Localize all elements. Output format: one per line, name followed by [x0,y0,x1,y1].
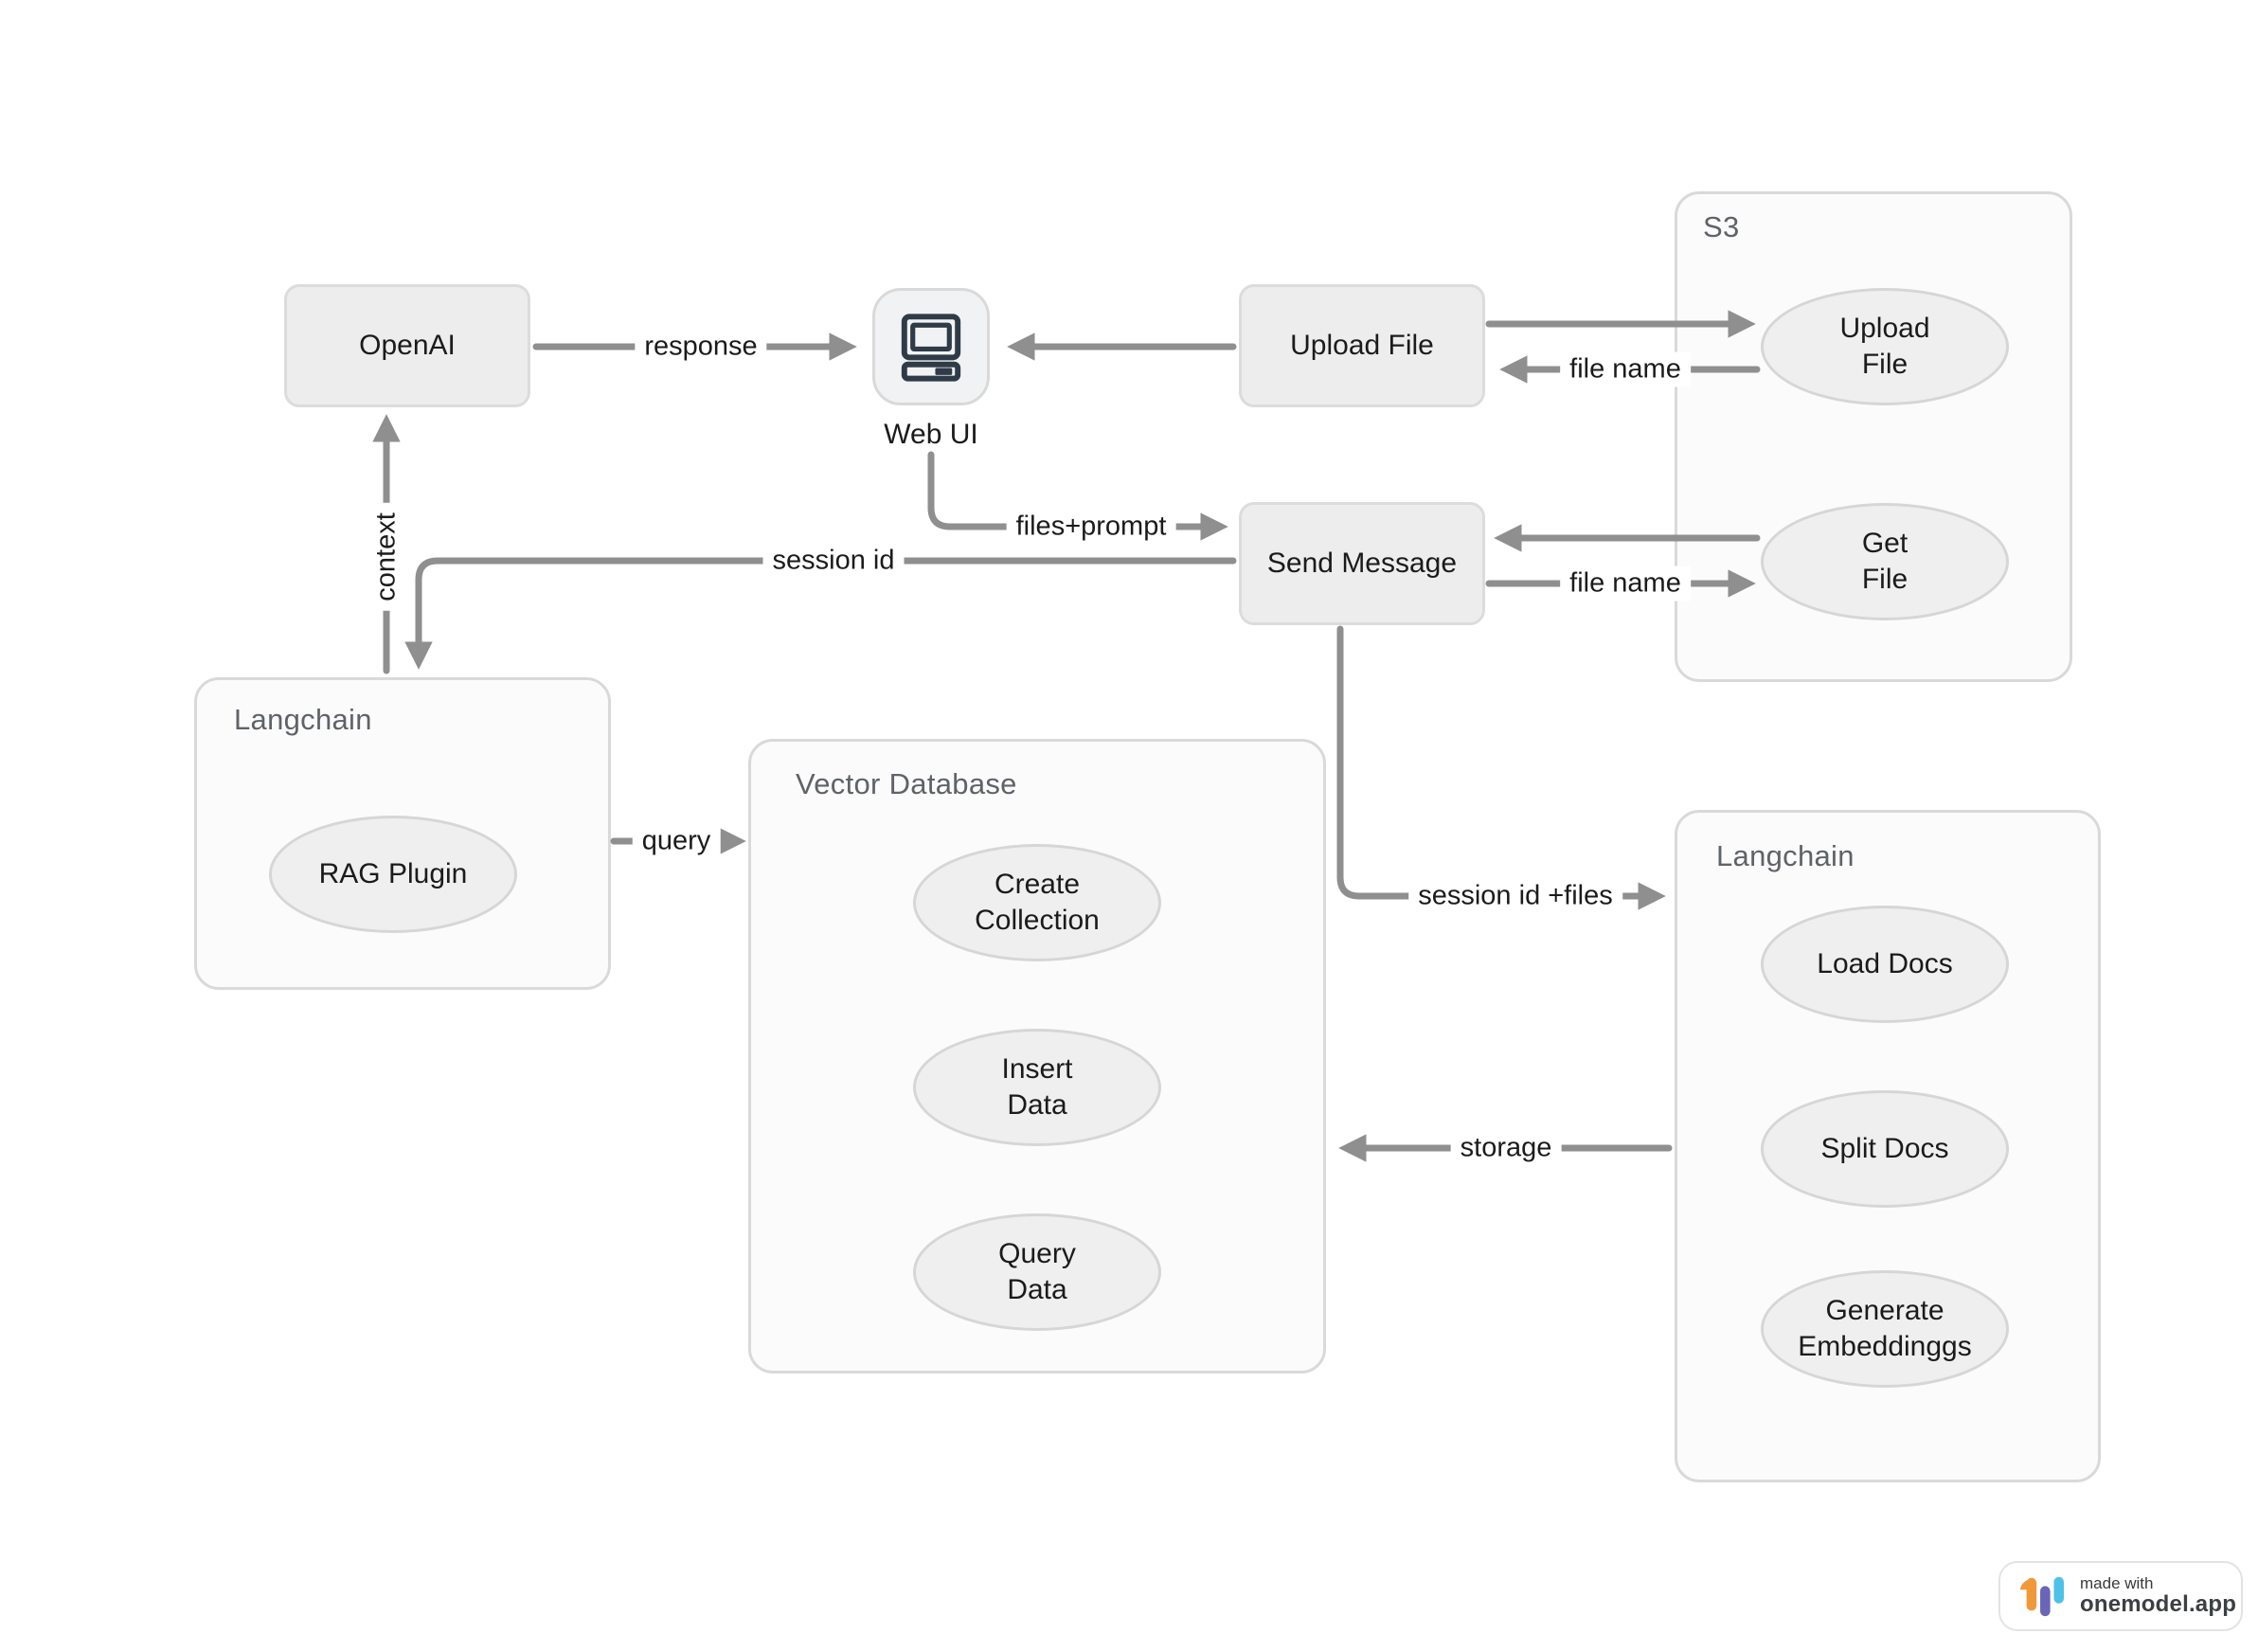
process-label: Create [994,868,1081,900]
process-insert-data[interactable]: Insert Data [913,1029,1161,1146]
onemodel-badge-text: made with onemodel.app [2080,1574,2236,1618]
node-openai-label: OpenAI [359,330,456,361]
node-webui-label: Web UI [884,419,978,450]
process-s3-upload-file[interactable]: Upload File [1761,288,2009,405]
process-label: Data [1007,1089,1067,1121]
process-label: RAG Plugin [318,857,468,889]
node-webui[interactable] [872,288,990,405]
process-query-data[interactable]: Query Data [913,1213,1161,1331]
process-label: Generate [1825,1294,1944,1326]
edge-label-query: query [632,823,721,859]
node-upload-file[interactable]: Upload File [1239,284,1485,407]
edge-label-context: context [368,503,404,611]
badge-brand: onemodel.app [2080,1591,2237,1618]
container-langchain-left-label: Langchain [234,703,372,736]
process-label: Get [1861,527,1909,559]
node-upload-file-label: Upload File [1290,330,1434,361]
process-load-docs[interactable]: Load Docs [1761,906,2009,1023]
process-label: Data [1007,1274,1067,1305]
process-label: File [1861,349,1909,380]
container-vector-database-label: Vector Database [796,767,1017,800]
process-label: Split Docs [1820,1132,1949,1164]
edge-label-session-id: session id [762,543,905,579]
onemodel-badge[interactable]: made with onemodel.app [1998,1561,2243,1631]
process-label: Collection [975,905,1100,936]
process-label: Load Docs [1817,947,1953,979]
node-send-message-label: Send Message [1266,548,1458,579]
process-rag-plugin[interactable]: RAG Plugin [269,816,517,933]
container-langchain-right-label: Langchain [1716,839,1855,872]
container-s3-label: S3 [1703,210,1740,243]
process-create-collection[interactable]: Create Collection [913,844,1161,961]
process-split-docs[interactable]: Split Docs [1761,1090,2009,1208]
edge-label-storage: storage [1450,1130,1562,1166]
edge-label-session-id-files: session id +files [1408,878,1622,914]
process-s3-get-file[interactable]: Get File [1761,503,2009,620]
edge-label-get-file-name: file name [1560,566,1691,602]
process-label: Insert [1001,1052,1073,1085]
edge-label-upload-file-name: file name [1560,351,1691,387]
process-label: Embeddinggs [1798,1331,1972,1362]
process-label: Query [998,1237,1076,1269]
computer-icon [887,301,975,393]
process-generate-embeddings[interactable]: Generate Embeddinggs [1761,1270,2009,1388]
onemodel-logo-icon [2017,1572,2065,1620]
process-label: Upload [1839,312,1930,344]
edge-label-files-prompt: files+prompt [1006,509,1176,545]
process-label: File [1861,564,1909,595]
badge-made-with: made with [2080,1574,2154,1593]
edge-label-response: response [635,329,767,365]
node-send-message[interactable]: Send Message [1239,502,1485,625]
node-openai[interactable]: OpenAI [284,284,530,407]
